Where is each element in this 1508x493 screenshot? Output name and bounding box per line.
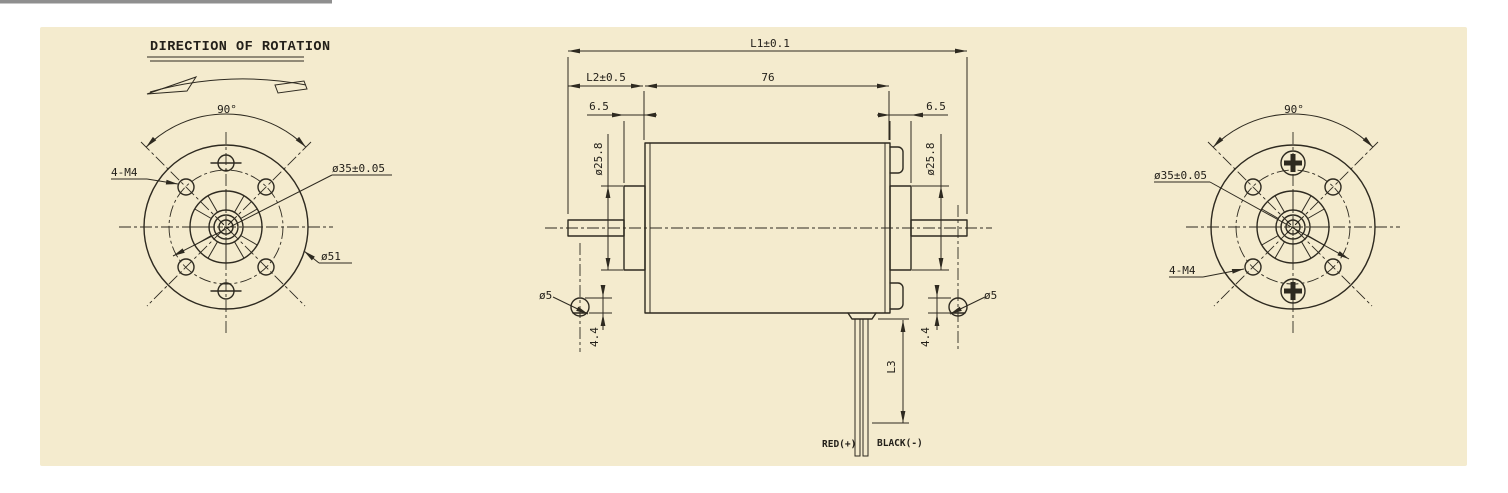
rotation-arrow-arc <box>149 78 307 93</box>
dim-body-length: 76 <box>761 71 774 84</box>
left-flange-dia-label: ø51 <box>321 250 341 263</box>
brush-tab-top <box>889 146 904 174</box>
left-angle-label: 90° <box>217 103 237 116</box>
rotation-arrow-tail <box>274 80 308 94</box>
left-thread-label: 4-M4 <box>111 166 138 179</box>
brush-tab-bottom <box>889 282 904 310</box>
right-pilot-dia-label: ø35±0.05 <box>1154 169 1207 182</box>
left-end-view: 90° 4-M4 ø35±0.05 ø51 <box>111 103 392 334</box>
left-pilot-dia-label: ø35±0.05 <box>332 162 385 175</box>
dim-flat-right: 4.4 <box>919 327 932 347</box>
dim-cap-dia-left: ø25.8 <box>592 142 605 175</box>
right-end-view: 90° ø35±0.05 4-M4 <box>1154 103 1400 334</box>
dim-lead-length: L3 <box>885 360 898 373</box>
wire-positive-label: RED(+) <box>822 439 856 450</box>
rotation-indicator: DIRECTION OF ROTATION <box>146 40 331 95</box>
dim-flat-left: 4.4 <box>588 327 601 347</box>
rotation-arrow-head <box>146 76 198 95</box>
dim-shaft-dia-right: ø5 <box>984 289 997 302</box>
dim-boss-right: 6.5 <box>926 100 946 113</box>
dim-boss-left: 6.5 <box>589 100 609 113</box>
wire-negative-label: BLACK(-) <box>877 438 923 449</box>
right-thread-label: 4-M4 <box>1169 264 1196 277</box>
drawing-panel <box>40 27 1467 466</box>
wire-grommet <box>847 312 877 320</box>
dim-shaft-dia-left: ø5 <box>539 289 552 302</box>
top-grey-bar <box>0 0 332 4</box>
wire-red <box>854 318 861 457</box>
dim-shaft-extension: L2±0.5 <box>586 71 626 84</box>
right-angle-label: 90° <box>1284 103 1304 116</box>
dim-overall-length: L1±0.1 <box>750 37 790 50</box>
shaft-section-left <box>570 297 590 317</box>
wire-black <box>862 318 869 457</box>
direction-title: DIRECTION OF ROTATION <box>150 40 331 55</box>
side-view: L1±0.1 L2±0.5 76 6.5 6.5 ø25.8 ø25.8 <box>539 37 997 457</box>
dim-cap-dia-right: ø25.8 <box>924 142 937 175</box>
shaft-section-right <box>948 297 968 317</box>
